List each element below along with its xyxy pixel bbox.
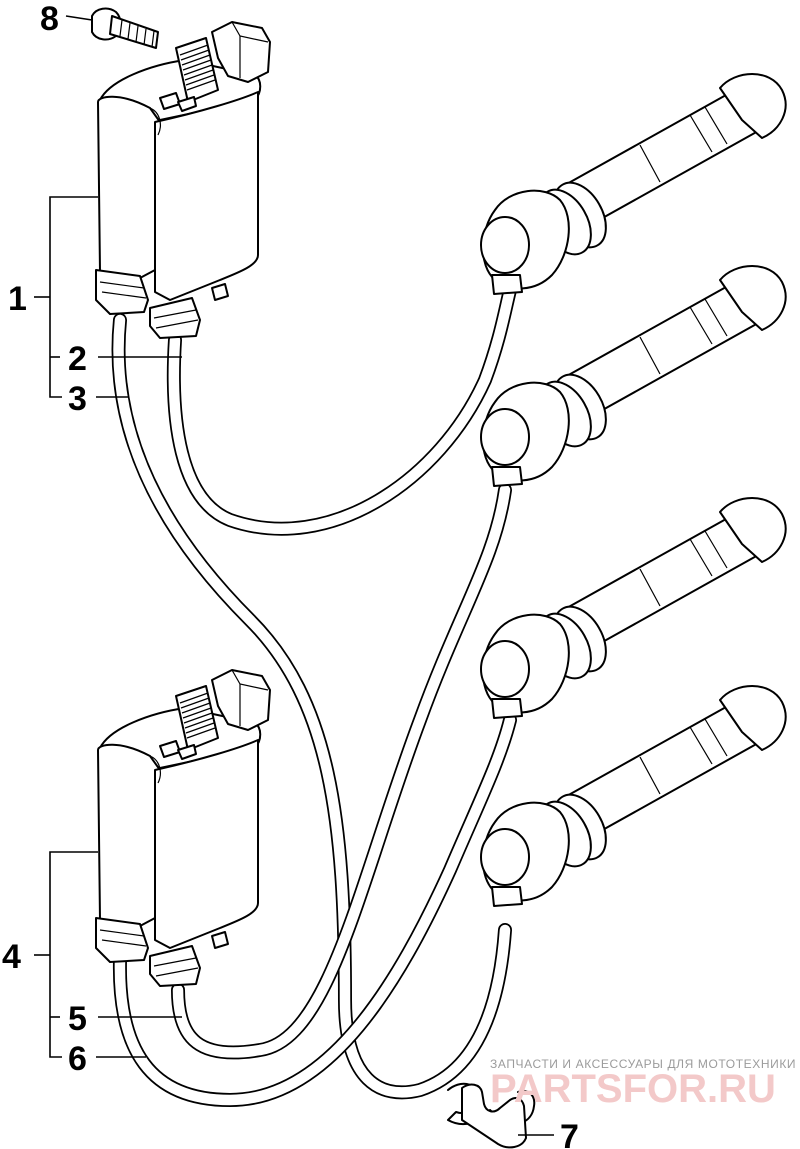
mounting-bolt xyxy=(91,7,159,49)
ht-wires xyxy=(111,283,517,1108)
callout-labels: 8 1 2 3 4 5 6 7 xyxy=(2,0,579,1149)
callout-4: 4 xyxy=(2,938,21,976)
callout-5: 5 xyxy=(68,1000,87,1038)
ignition-coil-lower xyxy=(95,669,271,987)
ht-lead-3 xyxy=(111,313,512,1100)
callout-6: 6 xyxy=(68,1040,87,1078)
ignition-coil-upper xyxy=(95,21,271,339)
callout-1: 1 xyxy=(8,280,27,318)
callout-2: 2 xyxy=(68,340,87,378)
leader-lines xyxy=(34,15,554,1136)
ht-lead-5 xyxy=(171,483,512,1060)
plug-cap-1 xyxy=(480,73,787,295)
watermark: ЗАПЧАСТИ И АКСЕССУАРЫ ДЛЯ МОТОТЕХНИКИ PA… xyxy=(490,1057,796,1111)
plug-cap-2 xyxy=(480,265,787,487)
plug-cap-4 xyxy=(480,685,787,907)
callout-7: 7 xyxy=(560,1118,579,1149)
callout-3: 3 xyxy=(68,380,87,418)
ht-lead-2 xyxy=(166,283,517,536)
watermark-tagline: ЗАПЧАСТИ И АКСЕССУАРЫ ДЛЯ МОТОТЕХНИКИ xyxy=(490,1057,796,1071)
wire-clamp xyxy=(447,1082,536,1149)
callout-8: 8 xyxy=(40,0,59,38)
watermark-logo-text: PARTSFOR.RU xyxy=(490,1067,776,1111)
ht-lead-6 xyxy=(112,713,517,1108)
plug-cap-3 xyxy=(480,497,787,719)
